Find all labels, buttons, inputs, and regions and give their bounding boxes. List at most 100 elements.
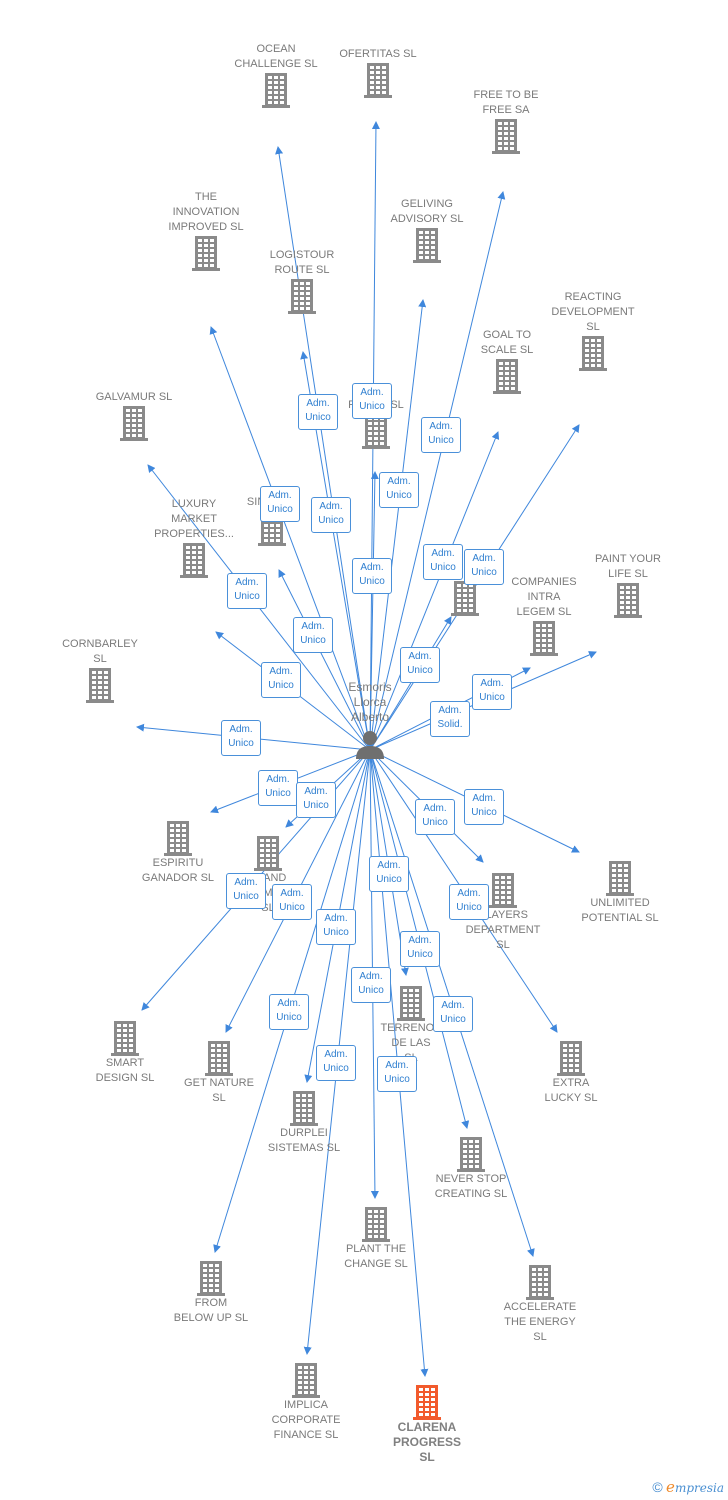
company-node-clarena[interactable]: CLARENA PROGRESS SL xyxy=(371,1384,483,1465)
company-label: COMPANIES INTRA LEGEM SL xyxy=(511,576,577,618)
person-name: Esmoris Llorca Alberto xyxy=(348,680,392,724)
building-icon xyxy=(413,228,441,263)
company-node-hidden[interactable] xyxy=(409,580,521,616)
company-label: PAINT YOUR LIFE SL xyxy=(594,553,662,580)
company-label: GET NATURE SL xyxy=(184,1077,254,1104)
company-node-cornbarley[interactable]: CORNBARLEY SL xyxy=(44,637,156,703)
company-node-smart[interactable]: SMART DESIGN SL xyxy=(69,1020,181,1086)
company-node-companies[interactable]: COMPANIES INTRA LEGEM SL xyxy=(488,575,600,656)
role-badge[interactable]: Adm. Unico xyxy=(298,394,338,430)
role-badge[interactable]: Adm. Unico xyxy=(227,573,267,609)
company-node-freetobe[interactable]: FREE TO BE FREE SA xyxy=(450,88,562,154)
company-label: PLAYERS DEPARTMENT SL xyxy=(465,909,541,951)
company-node-ocean[interactable]: OCEAN CHALLENGE SL xyxy=(220,42,332,108)
role-badge[interactable]: Adm. Unico xyxy=(272,884,312,920)
building-icon xyxy=(111,1021,139,1056)
company-node-espiritu[interactable]: ESPIRITU GANADOR SL xyxy=(122,820,234,886)
role-badge[interactable]: Adm. Unico xyxy=(464,789,504,825)
building-icon xyxy=(614,583,642,618)
role-badge[interactable]: Adm. Unico xyxy=(311,497,351,533)
company-node-paint[interactable]: PAINT YOUR LIFE SL xyxy=(572,552,684,618)
role-badge[interactable]: Adm. Unico xyxy=(415,799,455,835)
building-icon xyxy=(192,236,220,271)
company-label: NEVER STOP CREATING SL xyxy=(434,1173,508,1200)
company-node-innovation[interactable]: THE INNOVATION IMPROVED SL xyxy=(150,190,262,271)
role-badge[interactable]: Adm. Unico xyxy=(296,782,336,818)
role-badge[interactable]: Adm. Unico xyxy=(449,884,489,920)
role-badge[interactable]: Adm. Unico xyxy=(221,720,261,756)
role-badge[interactable]: Adm. Unico xyxy=(269,994,309,1030)
building-icon xyxy=(205,1041,233,1076)
building-icon xyxy=(457,1137,485,1172)
company-node-ofertitas[interactable]: OFERTITAS SL xyxy=(322,47,434,98)
role-badge[interactable]: Adm. Unico xyxy=(423,544,463,580)
company-node-logistour[interactable]: LOGISTOUR ROUTE SL xyxy=(246,248,358,314)
company-label: CORNBARLEY SL xyxy=(62,638,138,665)
company-node-neverstop[interactable]: NEVER STOP CREATING SL xyxy=(415,1136,527,1202)
company-node-goal[interactable]: GOAL TO SCALE SL xyxy=(451,328,563,394)
building-icon xyxy=(526,1265,554,1300)
building-icon xyxy=(579,336,607,371)
footer-brand: © empresia xyxy=(652,1478,724,1496)
company-label: FREE TO BE FREE SA xyxy=(473,89,539,116)
role-badge[interactable]: Adm. Solid. xyxy=(430,701,470,737)
edge-goal xyxy=(369,431,500,751)
role-badge[interactable]: Adm. Unico xyxy=(379,472,419,508)
center-person[interactable]: Esmoris Llorca Alberto xyxy=(330,680,410,759)
role-badge[interactable]: Adm. Unico xyxy=(400,931,440,967)
role-badge[interactable]: Adm. Unico xyxy=(433,996,473,1032)
role-badge[interactable]: Adm. Unico xyxy=(293,617,333,653)
building-icon xyxy=(489,873,517,908)
company-node-durplei[interactable]: DURPLEI SISTEMAS SL xyxy=(248,1090,360,1156)
brand-initial: e xyxy=(666,1478,675,1496)
company-node-plant[interactable]: PLANT THE CHANGE SL xyxy=(320,1206,432,1272)
company-label: OFERTITAS SL xyxy=(339,48,417,60)
company-label: DURPLEI SISTEMAS SL xyxy=(267,1127,341,1154)
role-badge[interactable]: Adm. Unico xyxy=(369,856,409,892)
role-badge[interactable]: Adm. Unico xyxy=(261,662,301,698)
building-icon xyxy=(86,668,114,703)
company-label: UNLIMITED POTENTIAL SL xyxy=(581,897,659,924)
role-badge[interactable]: Adm. Unico xyxy=(316,909,356,945)
role-badge[interactable]: Adm. Unico xyxy=(377,1056,417,1092)
role-badge[interactable]: Adm. Unico xyxy=(260,486,300,522)
building-icon xyxy=(288,279,316,314)
role-badge[interactable]: Adm. Unico xyxy=(421,417,461,453)
building-icon xyxy=(557,1041,585,1076)
role-badge[interactable]: Adm. Unico xyxy=(400,647,440,683)
role-badge[interactable]: Adm. Unico xyxy=(352,383,392,419)
company-node-accelerate[interactable]: ACCELERATE THE ENERGY SL xyxy=(484,1264,596,1345)
role-badge[interactable]: Adm. Unico xyxy=(351,967,391,1003)
person-icon xyxy=(356,731,384,759)
company-node-reacting[interactable]: REACTING DEVELOPMENT SL xyxy=(537,290,649,371)
company-label: REACTING DEVELOPMENT SL xyxy=(551,291,635,333)
role-badge[interactable]: Adm. Unico xyxy=(258,770,298,806)
company-node-getnature[interactable]: GET NATURE SL xyxy=(163,1040,275,1106)
building-icon xyxy=(290,1091,318,1126)
company-node-players[interactable]: PLAYERS DEPARTMENT SL xyxy=(447,872,559,953)
building-icon xyxy=(493,359,521,394)
role-badge[interactable]: Adm. Unico xyxy=(464,549,504,585)
company-label: GELIVING ADVISORY SL xyxy=(390,198,464,225)
edge-hidden xyxy=(369,616,452,751)
company-node-extralucky[interactable]: EXTRA LUCKY SL xyxy=(515,1040,627,1106)
role-badge[interactable]: Adm. Unico xyxy=(316,1045,356,1081)
building-icon xyxy=(492,119,520,154)
company-node-implica[interactable]: IMPLICA CORPORATE FINANCE SL xyxy=(250,1362,362,1443)
company-node-galvamur[interactable]: GALVAMUR SL xyxy=(78,390,190,441)
company-node-geliving[interactable]: GELIVING ADVISORY SL xyxy=(371,197,483,263)
role-badge[interactable]: Adm. Unico xyxy=(352,558,392,594)
building-icon xyxy=(197,1261,225,1296)
company-node-unlimited[interactable]: UNLIMITED POTENTIAL SL xyxy=(564,860,676,926)
company-label: ACCELERATE THE ENERGY SL xyxy=(503,1301,577,1343)
company-label: EXTRA LUCKY SL xyxy=(544,1077,598,1104)
role-badge[interactable]: Adm. Unico xyxy=(472,674,512,710)
company-node-luxury[interactable]: LUXURY MARKET PROPERTIES... xyxy=(138,497,250,578)
company-label: ESPIRITU GANADOR SL xyxy=(141,857,215,884)
company-label: IMPLICA CORPORATE FINANCE SL xyxy=(271,1399,341,1441)
building-icon xyxy=(362,1207,390,1242)
company-node-frombelow[interactable]: FROM BELOW UP SL xyxy=(155,1260,267,1326)
building-icon xyxy=(120,406,148,441)
company-label: OCEAN CHALLENGE SL xyxy=(234,43,318,70)
role-badge[interactable]: Adm. Unico xyxy=(226,873,266,909)
